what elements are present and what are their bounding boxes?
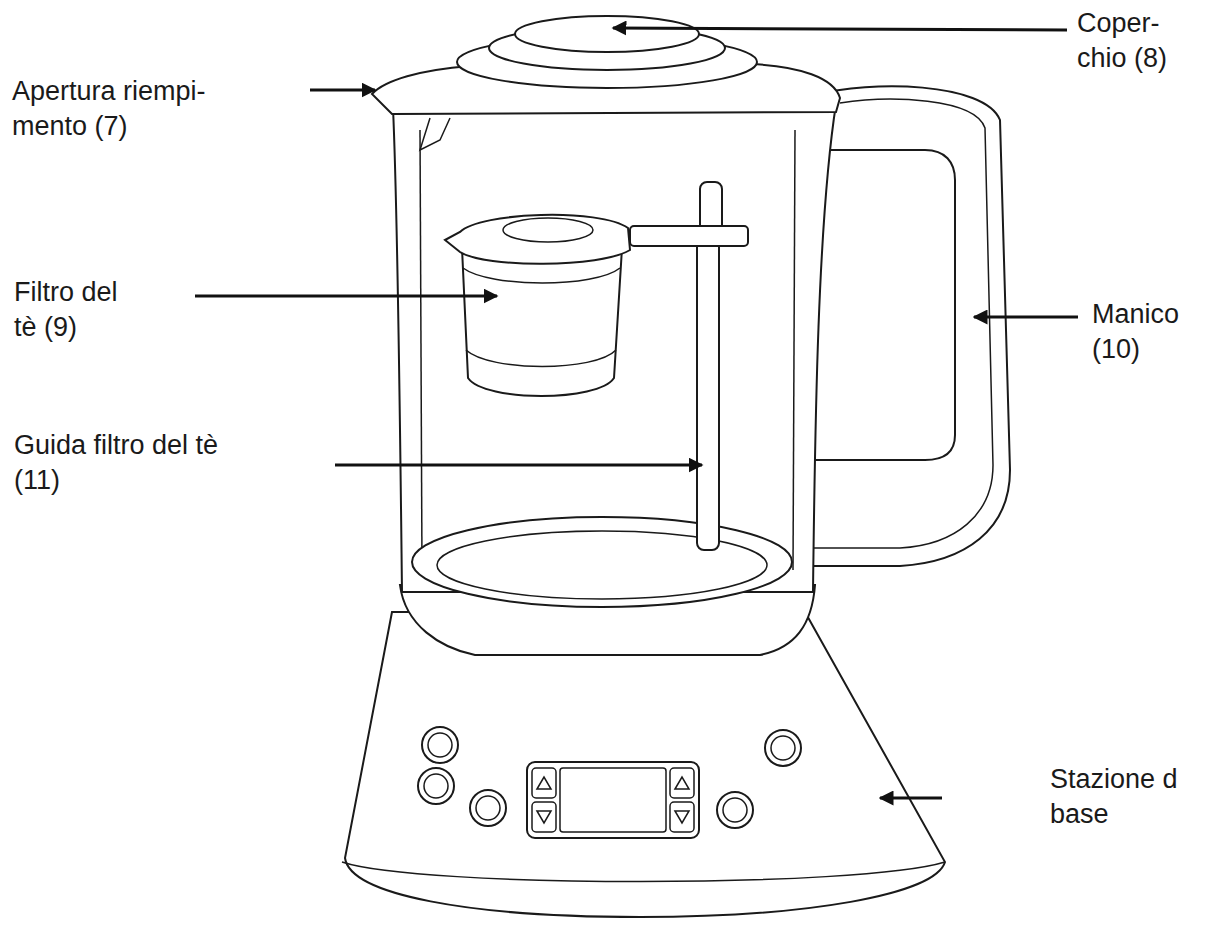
button	[765, 730, 801, 766]
spout-inner	[420, 118, 450, 150]
tea-filter-body	[462, 248, 622, 396]
display-frame	[527, 762, 699, 838]
callout-label: Guida filtro del tè (11)	[14, 428, 254, 498]
heating-plate	[412, 517, 792, 607]
display-screen	[560, 768, 666, 832]
callout-label: Coper- chio (8)	[1077, 6, 1192, 76]
button	[717, 792, 753, 828]
jug-wall-line	[420, 130, 422, 570]
callout-label: Apertura riempi- mento (7)	[12, 74, 252, 144]
filter-guide-rod	[697, 232, 719, 550]
tea-filter-opening	[503, 218, 593, 242]
button	[470, 790, 506, 826]
callout-label: Manico (10)	[1092, 297, 1202, 367]
leader-arrow	[195, 295, 497, 298]
callout-label: Filtro del tè (9)	[14, 275, 139, 345]
button-inner	[476, 796, 500, 820]
tea-filter-band	[463, 268, 620, 283]
leader-arrow	[974, 316, 1078, 319]
jug-wall-line	[793, 130, 795, 570]
up-triangle	[537, 777, 551, 789]
button	[418, 768, 454, 804]
down-triangle	[537, 811, 551, 823]
button-inner	[771, 736, 795, 760]
tea-filter-lid	[445, 215, 630, 264]
display-key	[670, 802, 694, 832]
leader-arrow	[613, 28, 1067, 30]
base-rim	[342, 862, 945, 882]
button	[422, 727, 458, 763]
leader-arrow	[310, 89, 375, 92]
base-station	[345, 612, 945, 917]
leader-arrow	[335, 464, 702, 467]
display-key	[532, 802, 556, 832]
up-triangle	[675, 777, 689, 789]
down-triangle	[675, 811, 689, 823]
display-panel	[527, 762, 699, 838]
tea-filter-band	[466, 350, 616, 367]
button-inner	[428, 733, 452, 757]
button-inner	[723, 798, 747, 822]
handle-detail	[814, 99, 993, 548]
callout-label: Stazione d base	[1050, 762, 1207, 832]
filter-guide-arm	[630, 226, 748, 246]
lid-top	[515, 16, 699, 52]
leader-arrow	[880, 797, 942, 800]
button-inner	[424, 774, 448, 798]
display-key	[670, 768, 694, 798]
display-key	[532, 768, 556, 798]
handle-outline	[812, 86, 1010, 566]
